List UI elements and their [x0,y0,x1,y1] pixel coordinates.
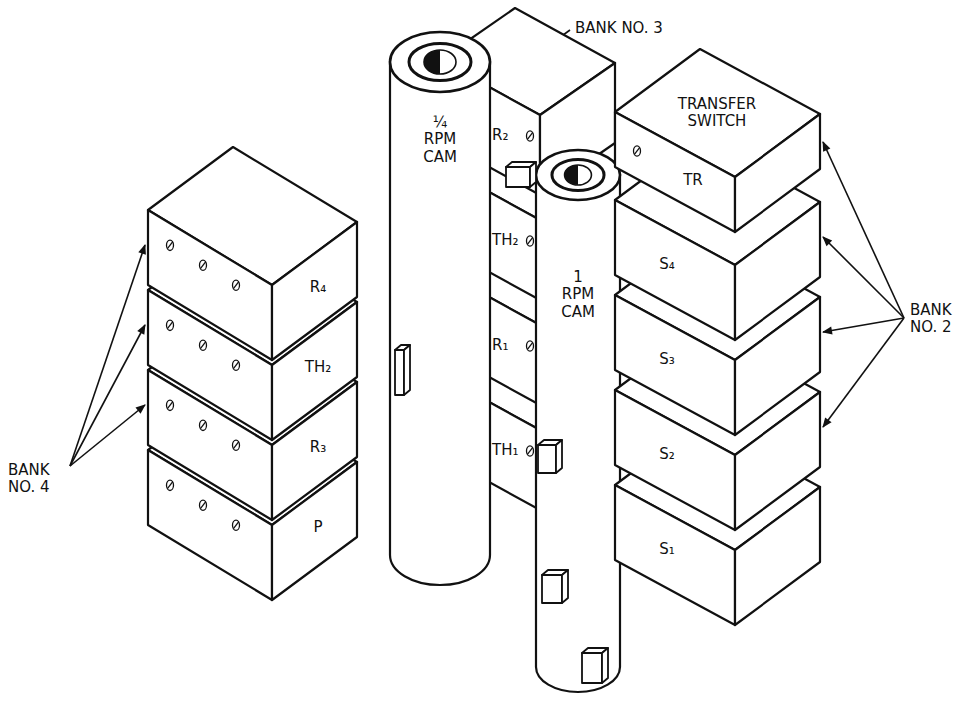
switch-box: TRANSFER SWITCH TR [615,49,820,232]
bank-label: BANK NO. 2 [910,302,972,337]
screw-head [167,240,174,250]
switch-label: TR [683,172,703,189]
screw-head [233,360,240,370]
cam-shaft-shade [565,165,578,185]
label-slot: BANK NO. 2 [910,302,972,337]
switch-label: TRANSFER SWITCH [667,96,767,131]
box-face [148,450,272,600]
text-slot: R₂ [492,127,508,144]
screw-head [167,320,174,330]
cam-cylinder: ¼ RPM CAM [388,28,492,573]
screw-head [527,131,534,141]
cam-body [390,62,490,585]
text-slot: TR [683,172,703,189]
text-slot: S₂ [659,446,675,463]
screw-head [233,520,240,530]
cam-shaft-shade [424,50,440,74]
text-slot: S₁ [659,541,675,558]
box-face [615,485,735,625]
switch-label: P [313,519,322,536]
cam-label: ¼ RPM CAM [418,114,462,166]
switch-label: R₁ [492,337,508,354]
switch-label: TH₂ [305,359,331,376]
screw-head [233,280,240,290]
box-face [540,63,615,195]
text-slot: ¼ RPM CAM [418,114,462,166]
switch-label: S₁ [659,541,675,558]
switch-label: R₄ [310,279,326,296]
screw-head [527,236,534,246]
switch-box: R₄ [148,147,357,360]
leader-arrow [823,237,904,318]
cam-cylinder: 1 RPM CAM [530,145,626,690]
screw-head [200,260,207,270]
text-slot: TH₁ [492,442,518,459]
cam-lobe [538,440,562,473]
cam-lobe [542,570,568,603]
text-slot: S₃ [659,351,675,368]
screw-head [200,500,207,510]
label-slot: BANK NO. 4 [8,462,70,497]
bank-label: BANK NO. 4 [8,462,70,497]
cam-bore [552,160,604,191]
switch-label: R₃ [310,439,326,456]
switch-label: TH₂ [492,232,518,249]
text-slot: R₁ [492,337,508,354]
leader-arrow [70,405,145,466]
cam-lobe [395,345,410,395]
leader-arrow [70,245,145,466]
text-slot: S₄ [659,256,675,273]
cam-shaft [565,165,592,185]
screw-head [200,340,207,350]
cam-top [536,150,620,200]
switch-label: S₃ [659,351,675,368]
text-slot: TH₂ [305,359,331,376]
screw-head [167,480,174,490]
text-slot: TRANSFER SWITCH [667,96,767,131]
screw-head [167,400,174,410]
box-face [735,487,820,625]
box-outline [148,147,357,360]
box-face [272,462,357,600]
text-slot: R₃ [310,439,326,456]
screw-head [527,341,534,351]
switch-label: R₂ [492,127,508,144]
text-slot: R₄ [310,279,326,296]
leader-arrow [823,142,904,318]
bank-label: BANK NO. 3 [575,20,663,37]
cam-lobe [506,162,536,187]
screw-head [634,146,641,156]
cam-lobe [582,648,608,683]
cam-outline [530,145,626,690]
cam-shaft [424,50,456,74]
text-slot: 1 RPM CAM [556,269,600,321]
switch-label: TH₁ [492,442,518,459]
screw-head [527,446,534,456]
cam-outline [388,28,492,573]
cam-bore [409,43,471,80]
switch-label: S₂ [659,446,675,463]
cam-label: 1 RPM CAM [556,269,600,321]
screw-head [200,420,207,430]
text-slot: TH₂ [492,232,518,249]
cam-body [536,175,620,692]
text-slot: P [313,519,322,536]
switch-label: S₄ [659,256,675,273]
leader-arrow [70,325,145,466]
cam-top [390,32,490,92]
screw-head [233,440,240,450]
box-outline [615,49,820,232]
leader-arrow [823,318,904,332]
label-slot: BANK NO. 3 [575,20,663,37]
leader-arrow [823,318,904,427]
